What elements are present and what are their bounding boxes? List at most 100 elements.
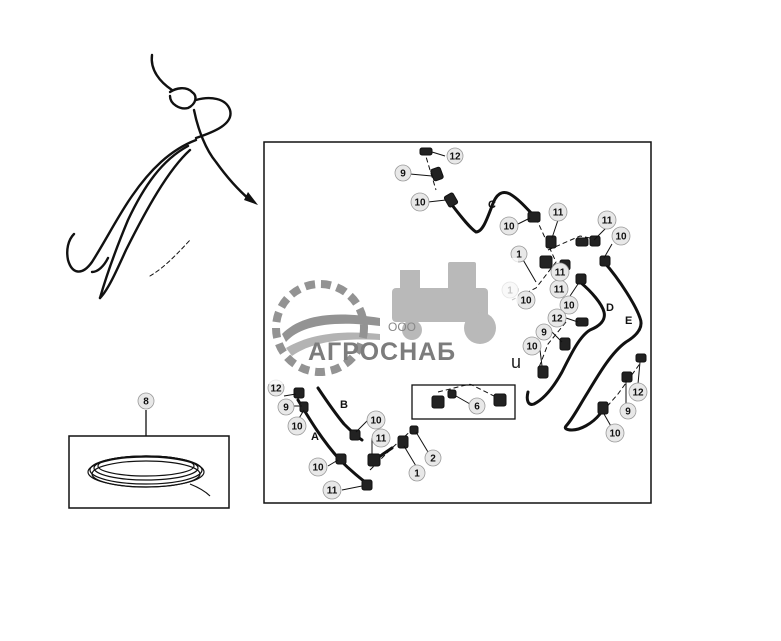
callout-8: 8	[137, 392, 155, 410]
svg-text:11: 11	[555, 268, 566, 279]
fitting-icon	[493, 393, 507, 407]
line-letter-e: E	[625, 315, 632, 327]
svg-text:10: 10	[312, 463, 324, 474]
callouts: 12 9 10 10 11 11 10 1 11 10 12 9 10 12 9…	[137, 147, 648, 500]
fitting-icon	[443, 192, 459, 208]
fitting-icon	[599, 255, 611, 267]
callout-10: 10	[308, 457, 328, 477]
watermark-brand: АГРОСНАБ	[308, 338, 457, 366]
line-letter-b: B	[340, 399, 348, 411]
watermark-logo	[268, 258, 518, 384]
line-letters: C D E B A	[311, 199, 632, 443]
svg-text:8: 8	[143, 397, 149, 408]
fitting-icon	[293, 387, 305, 399]
callout-10: 10	[605, 423, 625, 443]
callout-10: 10	[559, 295, 579, 315]
callout-11: 11	[371, 428, 391, 448]
svg-text:12: 12	[551, 314, 563, 325]
fitting-icon	[431, 395, 445, 409]
fitting-icon	[447, 389, 457, 399]
svg-text:11: 11	[602, 216, 613, 227]
callout-12: 12	[628, 382, 648, 402]
fitting-icon	[635, 353, 647, 363]
fitting-icon	[621, 371, 633, 383]
fitting-icon	[367, 453, 381, 467]
svg-text:2: 2	[430, 454, 436, 465]
callout-10: 10	[287, 416, 307, 436]
fitting-icon	[335, 453, 347, 465]
callout-9: 9	[277, 398, 295, 416]
fitting-icon	[349, 429, 361, 441]
callout-12: 12	[547, 308, 567, 328]
callout-10: 10	[410, 192, 430, 212]
line-letter-a: A	[311, 431, 319, 443]
fitting-icon	[575, 237, 589, 247]
leader-lines	[283, 151, 641, 491]
svg-text:9: 9	[283, 403, 289, 414]
svg-text:10: 10	[370, 416, 382, 427]
svg-text:12: 12	[270, 384, 282, 395]
callout-1: 1	[408, 464, 426, 482]
svg-text:10: 10	[615, 232, 627, 243]
callout-11: 11	[550, 262, 570, 282]
locator-sketch	[66, 53, 252, 300]
callout-9: 9	[619, 402, 637, 420]
fitting-icon	[575, 273, 587, 285]
svg-text:10: 10	[503, 222, 515, 233]
fitting-icon	[537, 365, 549, 379]
fittings	[293, 147, 647, 491]
line-letter-c: C	[488, 199, 496, 211]
svg-text:11: 11	[376, 434, 387, 445]
callout-9: 9	[535, 323, 553, 341]
callout-6: 6	[468, 397, 486, 415]
arrow-icon	[244, 192, 258, 205]
watermark-subtitle: ООО	[388, 320, 417, 334]
hose-coil-icon	[87, 455, 211, 497]
svg-text:11: 11	[553, 208, 564, 219]
fitting-icon	[419, 147, 433, 156]
svg-text:10: 10	[526, 342, 538, 353]
svg-text:1: 1	[516, 250, 522, 261]
fitting-icon	[430, 166, 444, 182]
svg-text:10: 10	[609, 429, 621, 440]
svg-text:1: 1	[414, 469, 420, 480]
svg-text:12: 12	[449, 152, 461, 163]
fitting-icon	[559, 337, 571, 351]
svg-text:9: 9	[541, 328, 547, 339]
svg-text:6: 6	[474, 402, 480, 413]
inset-frame	[411, 384, 516, 420]
svg-text:10: 10	[291, 422, 303, 433]
callout-11: 11	[548, 202, 568, 222]
fitting-icon	[597, 401, 609, 415]
callout-10: 10	[522, 336, 542, 356]
fitting-icon	[575, 317, 589, 327]
fitting-icon	[361, 479, 373, 491]
fitting-icon	[397, 435, 409, 449]
callout-10: 10	[499, 216, 519, 236]
callout-10: 10	[516, 290, 536, 310]
hose-roll-frame	[68, 435, 230, 509]
callout-10: 10	[366, 410, 386, 430]
svg-text:11: 11	[554, 285, 565, 296]
fitting-icon	[589, 235, 601, 247]
cursor-text: u	[511, 352, 522, 372]
callout-11: 11	[322, 480, 342, 500]
svg-text:9: 9	[625, 407, 631, 418]
fitting-icon	[539, 255, 553, 269]
detail-frame	[263, 141, 652, 504]
svg-text:11: 11	[327, 486, 338, 497]
fitting-icon	[545, 235, 557, 249]
svg-text:10: 10	[520, 296, 532, 307]
svg-text:10: 10	[414, 198, 426, 209]
svg-text:12: 12	[632, 388, 644, 399]
fitting-icon	[527, 211, 541, 223]
fitting-icon	[299, 401, 309, 413]
callout-11: 11	[597, 210, 617, 230]
svg-text:9: 9	[400, 169, 406, 180]
line-letter-d: D	[606, 302, 614, 314]
callout-11: 11	[549, 279, 569, 299]
callout-9: 9	[394, 164, 412, 182]
svg-text:10: 10	[563, 301, 575, 312]
callout-2: 2	[424, 449, 442, 467]
